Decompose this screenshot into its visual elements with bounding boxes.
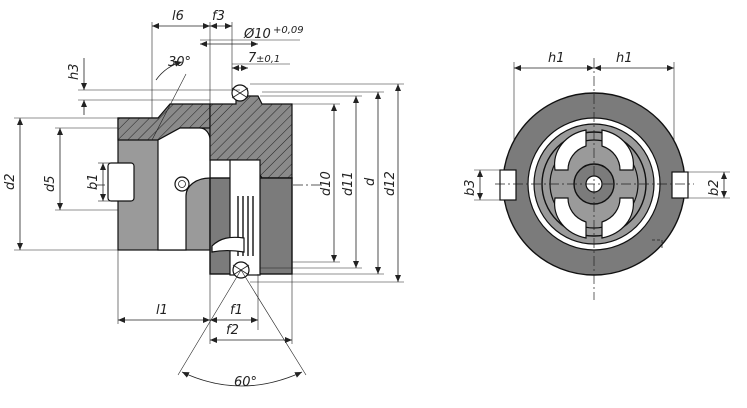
dim-d10: d10 <box>319 171 334 196</box>
dim-angle-60: 60° <box>234 375 257 390</box>
right-slot <box>671 171 689 199</box>
side-section-view: 60° 30° l6 f3 Ø10 +0,09 7 ±0,1 h3 d2 <box>3 9 404 390</box>
angle-60-arc <box>181 371 303 387</box>
dim-seven-tol: ±0,1 <box>256 54 280 65</box>
dim-b2: b2 <box>707 179 722 196</box>
lobe-upper-left <box>554 129 587 171</box>
dim-l6: l6 <box>172 9 184 24</box>
cross-hole <box>174 176 190 192</box>
lobe-lower-left <box>554 197 587 239</box>
dim-d: d <box>363 177 378 186</box>
hidden-edge-mark <box>652 239 663 250</box>
dim-f3: f3 <box>212 9 225 24</box>
dim-d5: d5 <box>43 175 58 192</box>
lower-groove <box>211 236 245 253</box>
left-slot <box>499 169 517 201</box>
dim-dia10: Ø10 <box>243 27 271 42</box>
dim-d12: d12 <box>383 171 398 196</box>
dim-f2: f2 <box>226 323 239 338</box>
dim-d2: d2 <box>3 173 18 190</box>
dim-d11: d11 <box>341 171 356 196</box>
lobe-lower-right <box>601 197 634 239</box>
dim-h3: h3 <box>67 63 82 80</box>
dim-b1: b1 <box>86 173 101 190</box>
dim-h1-right: h1 <box>616 51 633 66</box>
flange-bore <box>229 159 261 276</box>
dim-seven: 7 <box>248 51 257 66</box>
lobe-upper-right <box>601 129 634 171</box>
cross-hole-inner <box>178 180 186 188</box>
front-end-view: h1 h1 b3 b2 <box>463 51 730 300</box>
dim-h1-left: h1 <box>548 51 565 66</box>
dim-angle-30: 30° <box>168 55 191 70</box>
angle-30-arc <box>155 60 183 81</box>
dim-f1: f1 <box>230 303 243 318</box>
dim-dia10-tol: +0,09 <box>273 25 304 36</box>
key-slot <box>107 162 135 202</box>
dim-l1: l1 <box>156 303 168 318</box>
dim-b3: b3 <box>463 179 478 196</box>
